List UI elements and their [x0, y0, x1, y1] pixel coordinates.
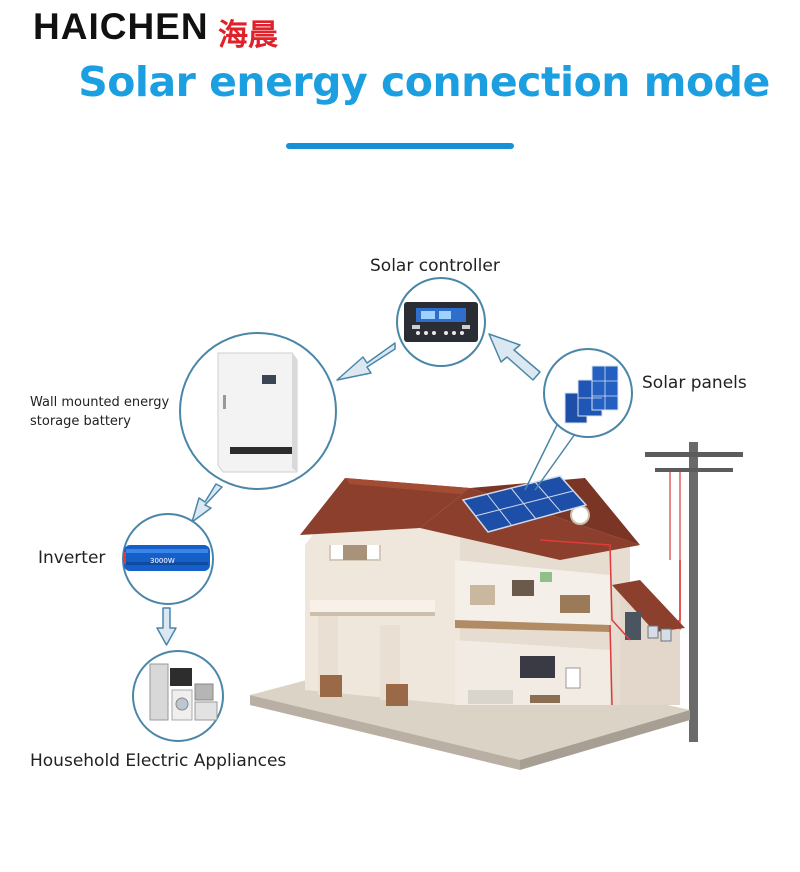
inverter-bubble: 3000W — [122, 513, 214, 605]
brand-logo-chinese: 海晨 — [218, 18, 278, 53]
label-wall-battery-line2: storage battery — [30, 414, 131, 429]
label-household-appliances: Household Electric Appliances — [30, 751, 287, 771]
solar-panels-bubble — [543, 348, 633, 438]
label-solar-controller: Solar controller — [370, 256, 500, 276]
house-illustration — [250, 475, 690, 770]
inverter-rating-text: 3000W — [150, 557, 175, 565]
solar-controller-bubble — [396, 277, 486, 367]
panel-connector-line — [534, 433, 576, 491]
brand-logo-text: HAICHEN — [33, 6, 209, 47]
panel-connector-line — [524, 424, 558, 491]
title-underline — [286, 143, 514, 149]
label-inverter: Inverter — [38, 548, 106, 568]
arrow-panels-to-controller — [488, 333, 541, 381]
arrow-battery-to-inverter — [191, 483, 223, 523]
wall-battery-bubble — [179, 332, 337, 490]
arrow-inverter-to-appliances — [156, 607, 177, 646]
label-solar-panels: Solar panels — [642, 373, 747, 393]
label-wall-battery-line1: Wall mounted energy — [30, 395, 170, 410]
arrow-controller-to-battery — [336, 342, 396, 381]
label-wall-battery: Wall mounted energy storage battery — [30, 393, 169, 431]
appliances-bubble — [132, 650, 224, 742]
page-title: Solar energy connection mode — [78, 58, 770, 106]
